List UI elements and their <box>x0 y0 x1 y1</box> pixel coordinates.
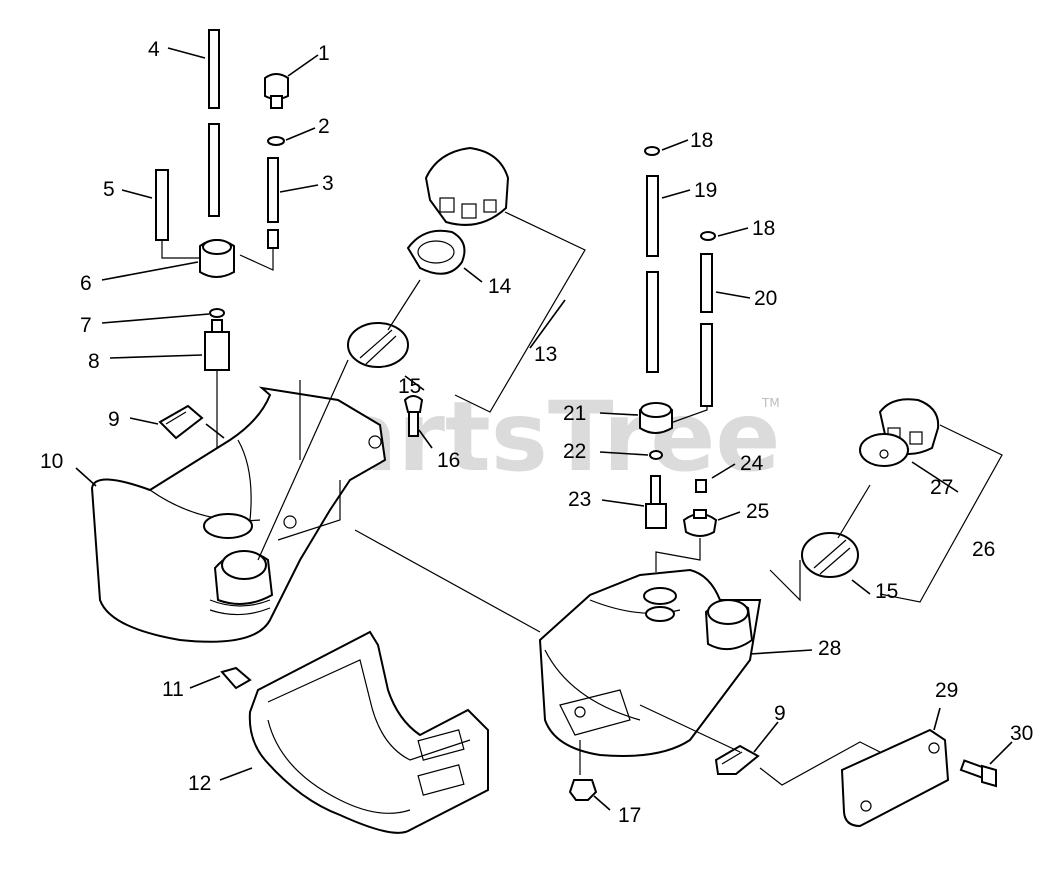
callout-5: 5 <box>103 178 115 201</box>
part-16-screw[interactable] <box>403 395 424 437</box>
callout-7: 7 <box>80 314 92 337</box>
part-4-tube[interactable] <box>208 29 220 217</box>
part-29-plate[interactable] <box>840 728 950 828</box>
leader-lines <box>75 47 1013 811</box>
callout-20: 20 <box>754 287 777 310</box>
callout-11: 11 <box>162 678 184 701</box>
callout-18-top: 18 <box>690 129 713 152</box>
callout-6: 6 <box>80 272 92 295</box>
callout-25: 25 <box>746 500 769 523</box>
callout-8: 8 <box>88 350 100 373</box>
part-9-grommet-right[interactable] <box>714 744 760 775</box>
part-14-nut[interactable] <box>406 229 466 275</box>
part-24-vent[interactable] <box>695 479 707 493</box>
callout-24: 24 <box>740 452 764 475</box>
callout-1: 1 <box>318 42 330 65</box>
callout-labels: 4 1 2 3 5 6 7 8 9 10 11 12 13 14 15 16 1… <box>40 38 1033 827</box>
part-12-shield[interactable] <box>248 630 489 834</box>
part-3-tube[interactable] <box>267 157 279 249</box>
part-23-filter[interactable] <box>645 475 667 529</box>
part-25-valve[interactable] <box>682 509 718 537</box>
callout-23: 23 <box>568 488 591 511</box>
part-1-cap[interactable] <box>264 73 289 109</box>
part-18-plug-b[interactable] <box>700 231 716 241</box>
callout-4: 4 <box>148 38 160 61</box>
callout-19: 19 <box>694 179 717 202</box>
callout-14: 14 <box>488 275 512 298</box>
callout-26: 26 <box>972 538 995 561</box>
part-30-screw[interactable] <box>959 759 997 788</box>
part-8-filter[interactable] <box>204 319 230 371</box>
callout-17: 17 <box>618 804 641 827</box>
part-10-fuel-tank-left[interactable] <box>90 380 387 643</box>
callout-12: 12 <box>188 772 211 795</box>
callout-30: 30 <box>1010 722 1033 745</box>
part-19-tube[interactable] <box>646 175 659 373</box>
part-15-fuel-pickup-left[interactable] <box>257 279 421 561</box>
part-9-grommet-left[interactable] <box>158 404 204 440</box>
part-5-tube[interactable] <box>155 169 169 241</box>
part-2-o-ring[interactable] <box>267 136 285 146</box>
callout-9-right: 9 <box>774 702 786 725</box>
callout-29: 29 <box>935 679 958 702</box>
part-11-screw[interactable] <box>220 666 252 690</box>
part-21-grommet[interactable] <box>639 402 673 434</box>
part-15-fuel-pickup-right[interactable] <box>801 484 871 578</box>
callout-21: 21 <box>563 402 586 425</box>
callout-16: 16 <box>437 449 460 472</box>
callout-27: 27 <box>930 476 953 499</box>
part-13-fuel-cap[interactable] <box>424 146 510 226</box>
callout-15-right: 15 <box>875 580 898 603</box>
part-18-plug-a[interactable] <box>644 146 660 156</box>
part-27-gasket[interactable] <box>859 433 909 467</box>
callout-3: 3 <box>322 172 334 195</box>
part-20-tube[interactable] <box>700 253 713 407</box>
callout-10: 10 <box>40 450 63 473</box>
callout-15-left: 15 <box>398 375 421 398</box>
callout-18-bottom: 18 <box>752 217 775 240</box>
callout-9-left: 9 <box>108 408 120 431</box>
callout-22: 22 <box>563 440 586 463</box>
callout-2: 2 <box>318 115 330 138</box>
part-22-o-ring[interactable] <box>649 450 663 460</box>
part-17-nut[interactable] <box>568 779 598 801</box>
part-28-fuel-tank-right[interactable] <box>538 568 762 757</box>
callout-13: 13 <box>534 343 557 366</box>
part-6-grommet[interactable] <box>199 239 235 278</box>
part-7-o-ring[interactable] <box>209 308 225 318</box>
callout-28: 28 <box>818 637 841 660</box>
watermark-trademark: TM <box>761 396 780 410</box>
